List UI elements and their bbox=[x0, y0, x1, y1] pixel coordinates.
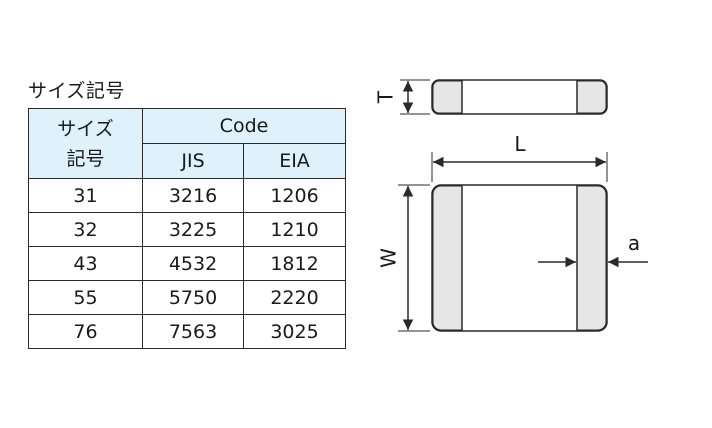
t-dimension: T bbox=[374, 79, 430, 115]
jis-cell: 3216 bbox=[142, 178, 244, 213]
eia-cell: 1206 bbox=[243, 178, 346, 213]
size-header-line1: サイズ bbox=[57, 117, 114, 140]
table-row: 31 3216 1206 bbox=[28, 178, 346, 213]
eia-cell: 1812 bbox=[243, 246, 346, 281]
a-dimension: a bbox=[538, 231, 648, 268]
size-header-line2: 記号 bbox=[66, 147, 105, 170]
code-header: Code bbox=[142, 108, 346, 144]
t-label: T bbox=[374, 90, 398, 104]
size-code-table: サイズ 記号 Code JIS EIA 31 3216 1206 32 3225… bbox=[28, 108, 346, 349]
size-cell: 31 bbox=[28, 178, 143, 213]
size-cell: 76 bbox=[28, 314, 143, 349]
table-row: 76 7563 3025 bbox=[28, 314, 346, 349]
size-cell: 55 bbox=[28, 280, 143, 315]
side-terminal-left bbox=[432, 80, 463, 114]
top-view bbox=[431, 184, 608, 332]
eia-cell: 3025 bbox=[243, 314, 346, 349]
jis-cell: 4532 bbox=[142, 246, 244, 281]
size-cell: 43 bbox=[28, 246, 143, 281]
table-row: 55 5750 2220 bbox=[28, 280, 346, 315]
top-terminal-right bbox=[576, 185, 607, 331]
table-row: 43 4532 1812 bbox=[28, 246, 346, 281]
a-label: a bbox=[628, 231, 640, 255]
side-terminal-right bbox=[576, 80, 607, 114]
l-label: L bbox=[514, 132, 526, 156]
section-title: サイズ記号 bbox=[28, 80, 125, 102]
l-dimension: L bbox=[431, 132, 608, 182]
jis-header: JIS bbox=[142, 143, 244, 179]
eia-header: EIA bbox=[243, 143, 346, 179]
top-terminal-left bbox=[432, 185, 463, 331]
side-view bbox=[431, 79, 608, 115]
w-label: W bbox=[377, 248, 401, 268]
jis-cell: 5750 bbox=[142, 280, 244, 315]
eia-cell: 2220 bbox=[243, 280, 346, 315]
jis-cell: 7563 bbox=[142, 314, 244, 349]
w-dimension: W bbox=[377, 184, 430, 332]
size-cell: 32 bbox=[28, 212, 143, 247]
